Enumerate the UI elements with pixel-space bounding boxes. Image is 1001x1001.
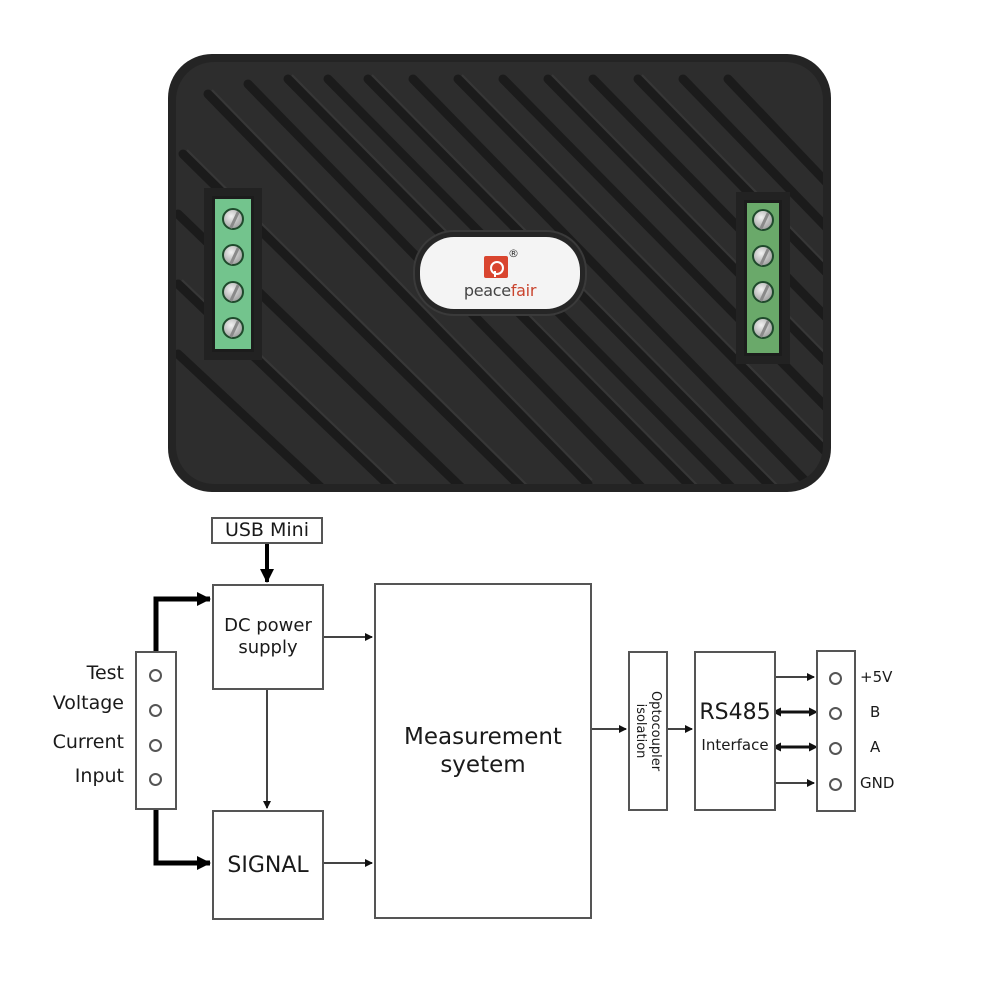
measurement-label-line1: Measurement [404,724,562,750]
signal-block: SIGNAL [212,810,324,920]
terminal-pin-icon [149,704,162,717]
usb-mini-block: USB Mini [211,517,323,544]
output-pin-a: A [870,738,881,756]
rs485-title: RS485 [699,700,771,725]
optocoupler-label-line1: Optocoupler [648,690,663,772]
screw-icon [222,281,244,303]
brand-name-part2: fair [510,281,537,300]
terminal-pin-icon [149,773,162,786]
optocoupler-label-line2: isolation [633,703,648,759]
output-pin-5v: +5V [860,668,893,686]
rs485-subtitle: Interface [701,736,769,754]
right-terminal-block [744,200,782,356]
output-pin-b: B [870,703,881,721]
terminal-pin-icon [829,742,842,755]
terminal-pin-icon [149,739,162,752]
brand-name: peacefair [428,281,572,300]
screw-icon [752,317,774,339]
dc-power-supply-block: DC power supply [212,584,324,690]
screw-icon [752,209,774,231]
input-terminal-bar [135,651,177,810]
dc-power-label-line2: supply [238,637,298,658]
left-terminal-block [212,196,254,352]
registered-mark: ® [508,247,519,260]
output-pin-gnd: GND [860,774,895,792]
input-label-current: Current [52,731,124,753]
optocoupler-isolation-block: Optocoupler isolation [628,651,668,811]
input-label-input: Input [74,765,124,787]
rs485-interface-block: RS485 Interface [694,651,776,811]
measurement-label-line2: syetem [440,752,526,778]
input-label-test: Test [86,662,124,684]
usb-mini-label: USB Mini [224,519,310,541]
screw-icon [752,245,774,267]
dc-power-label-line1: DC power [224,615,312,636]
diagram-connectors [153,544,818,870]
rs485-output-terminal-bar [816,650,856,812]
screw-icon [222,317,244,339]
screw-icon [752,281,774,303]
terminal-pin-icon [149,669,162,682]
block-diagram: USB Mini DC power supply SIGNAL Measurem… [0,500,1001,1001]
brand-name-part1: peace [463,281,511,300]
terminal-pin-icon [829,672,842,685]
optocoupler-label: Optocoupler isolation [633,691,663,771]
measurement-system-block: Measurement syetem [374,583,592,919]
screw-icon [222,244,244,266]
terminal-pin-icon [829,707,842,720]
input-label-voltage: Voltage [52,692,124,714]
signal-label: SIGNAL [227,852,309,878]
terminal-pin-icon [829,778,842,791]
screw-icon [222,208,244,230]
brand-logo-icon [484,256,508,278]
